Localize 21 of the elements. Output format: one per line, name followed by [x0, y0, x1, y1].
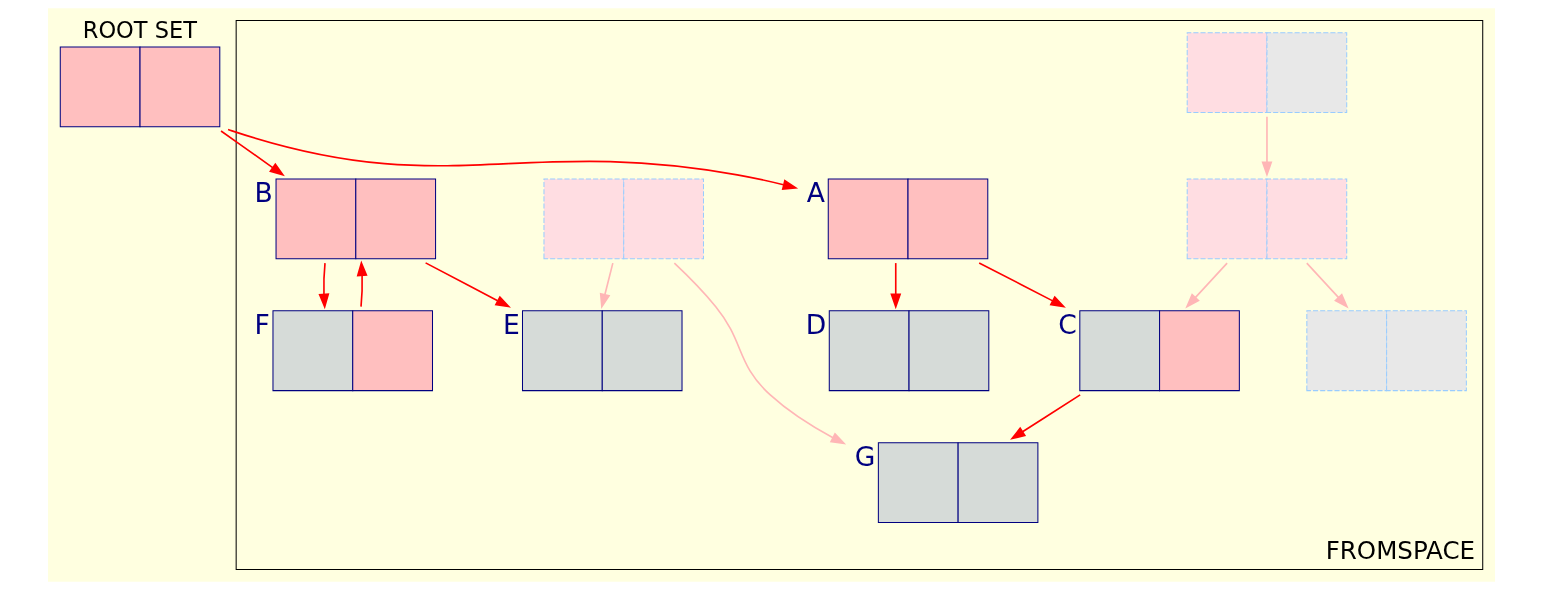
node-label: G [854, 441, 876, 473]
arrow [227, 128, 799, 190]
arrow [318, 262, 330, 310]
node-label: E [503, 309, 520, 341]
arrow [1306, 262, 1349, 309]
node-label: C [1058, 309, 1077, 341]
node-label: D [805, 309, 827, 341]
arrow [1010, 394, 1081, 440]
arrow [890, 262, 902, 310]
arrow [978, 262, 1066, 308]
node-label: ROOT SET [82, 17, 197, 44]
arrow [356, 260, 368, 308]
node-label: B [254, 177, 273, 209]
node-label: F [254, 309, 270, 341]
arrow [1261, 116, 1273, 178]
arrow [220, 130, 285, 177]
node-label: A [806, 177, 825, 209]
arrow [424, 262, 511, 308]
arrow [1185, 262, 1228, 309]
arrow [599, 262, 614, 310]
arrow [673, 262, 847, 445]
